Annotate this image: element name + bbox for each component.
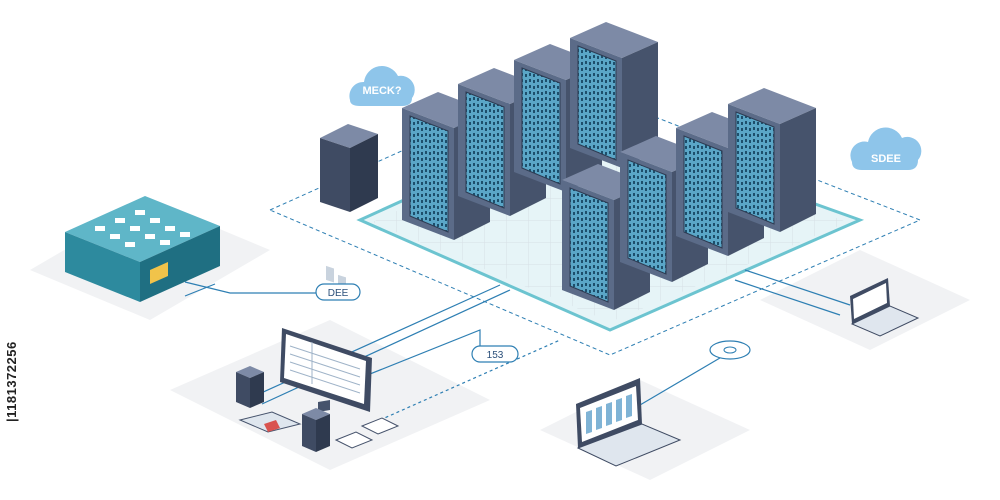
cloud-icon: SDEE [850, 128, 921, 170]
label-bubble: DEE [316, 284, 360, 300]
cloud-right-label: SDEE [871, 153, 901, 165]
bubble-center-label: 153 [487, 350, 504, 361]
bubble-left-label: DEE [328, 288, 349, 299]
cloud-icon: MECK? [349, 66, 414, 106]
server-rack [728, 88, 816, 232]
tower-server-icon [302, 408, 330, 452]
tower-server-icon [236, 366, 264, 408]
target-icon [710, 341, 750, 359]
cloud-left-label: MECK? [362, 85, 401, 97]
network-cabinet [320, 124, 378, 291]
label-bubble: 153 [472, 346, 518, 362]
side-code-text: |1181372256 [4, 262, 24, 422]
